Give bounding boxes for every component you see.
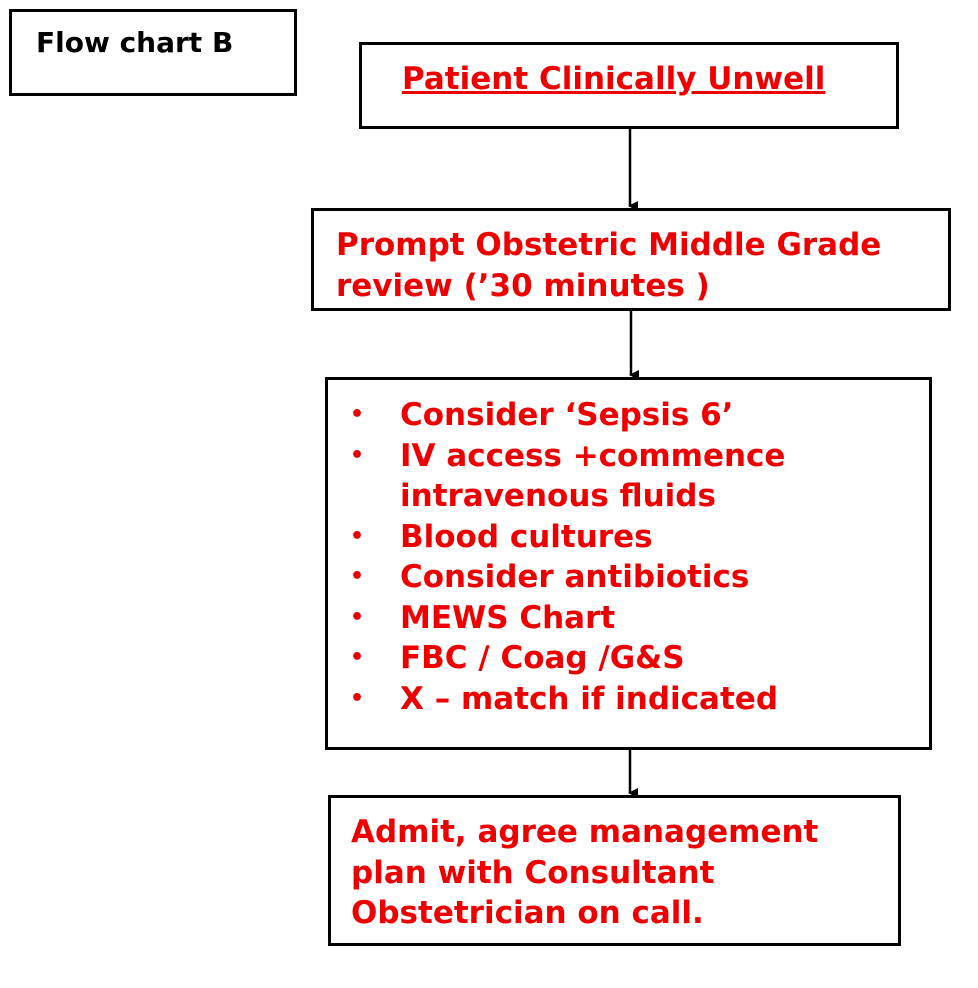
admit-line-3: Obstetrician on call. xyxy=(351,895,704,931)
action-text: Blood cultures xyxy=(400,518,653,555)
action-cross-match: • X – match if indicated xyxy=(328,679,785,720)
actions-box: • Consider ‘Sepsis 6’ • IV access +comme… xyxy=(325,377,932,750)
action-iv-access: • IV access +commence xyxy=(328,436,785,477)
review-line-1: Prompt Obstetric Middle Grade xyxy=(336,227,882,263)
flow-chart-label: Flow chart B xyxy=(36,26,234,59)
bullet-icon: • xyxy=(350,604,365,630)
action-blood-cultures: • Blood cultures xyxy=(328,517,785,558)
admit-text: Admit, agree management plan with Consul… xyxy=(351,812,818,934)
actions-list: • Consider ‘Sepsis 6’ • IV access +comme… xyxy=(328,395,785,719)
action-iv-access-continued: intravenous fluids xyxy=(328,476,785,517)
bullet-icon: • xyxy=(350,442,365,468)
action-text: Consider antibiotics xyxy=(400,559,750,595)
flow-chart-label-box: Flow chart B xyxy=(9,9,297,96)
patient-unwell-text: Patient Clinically Unwell xyxy=(402,61,826,97)
admit-box: Admit, agree management plan with Consul… xyxy=(328,795,901,946)
bullet-icon: • xyxy=(350,645,365,670)
middle-grade-review-text: Prompt Obstetric Middle Grade review (’3… xyxy=(336,225,881,307)
action-mews-chart: • MEWS Chart xyxy=(328,598,785,639)
action-text: FBC / Coag /G&S xyxy=(400,640,685,676)
action-text: MEWS Chart xyxy=(400,599,616,636)
middle-grade-review-box: Prompt Obstetric Middle Grade review (’3… xyxy=(311,208,951,311)
action-text: intravenous fluids xyxy=(400,478,716,514)
action-text: X – match if indicated xyxy=(400,680,779,717)
bullet-icon: • xyxy=(350,523,365,549)
bullet-icon: • xyxy=(350,685,365,711)
action-antibiotics: • Consider antibiotics xyxy=(328,557,785,598)
bullet-icon: • xyxy=(350,402,365,427)
action-text: IV access +commence xyxy=(400,437,786,474)
admit-line-1: Admit, agree management xyxy=(351,814,819,850)
action-bloods: • FBC / Coag /G&S xyxy=(328,638,785,679)
action-sepsis-6: • Consider ‘Sepsis 6’ xyxy=(328,395,785,436)
review-line-2: review (’30 minutes ) xyxy=(336,268,710,304)
action-text: Consider ‘Sepsis 6’ xyxy=(400,397,734,433)
patient-unwell-box: Patient Clinically Unwell xyxy=(359,42,899,129)
admit-line-2: plan with Consultant xyxy=(351,854,715,891)
bullet-icon: • xyxy=(350,564,365,589)
